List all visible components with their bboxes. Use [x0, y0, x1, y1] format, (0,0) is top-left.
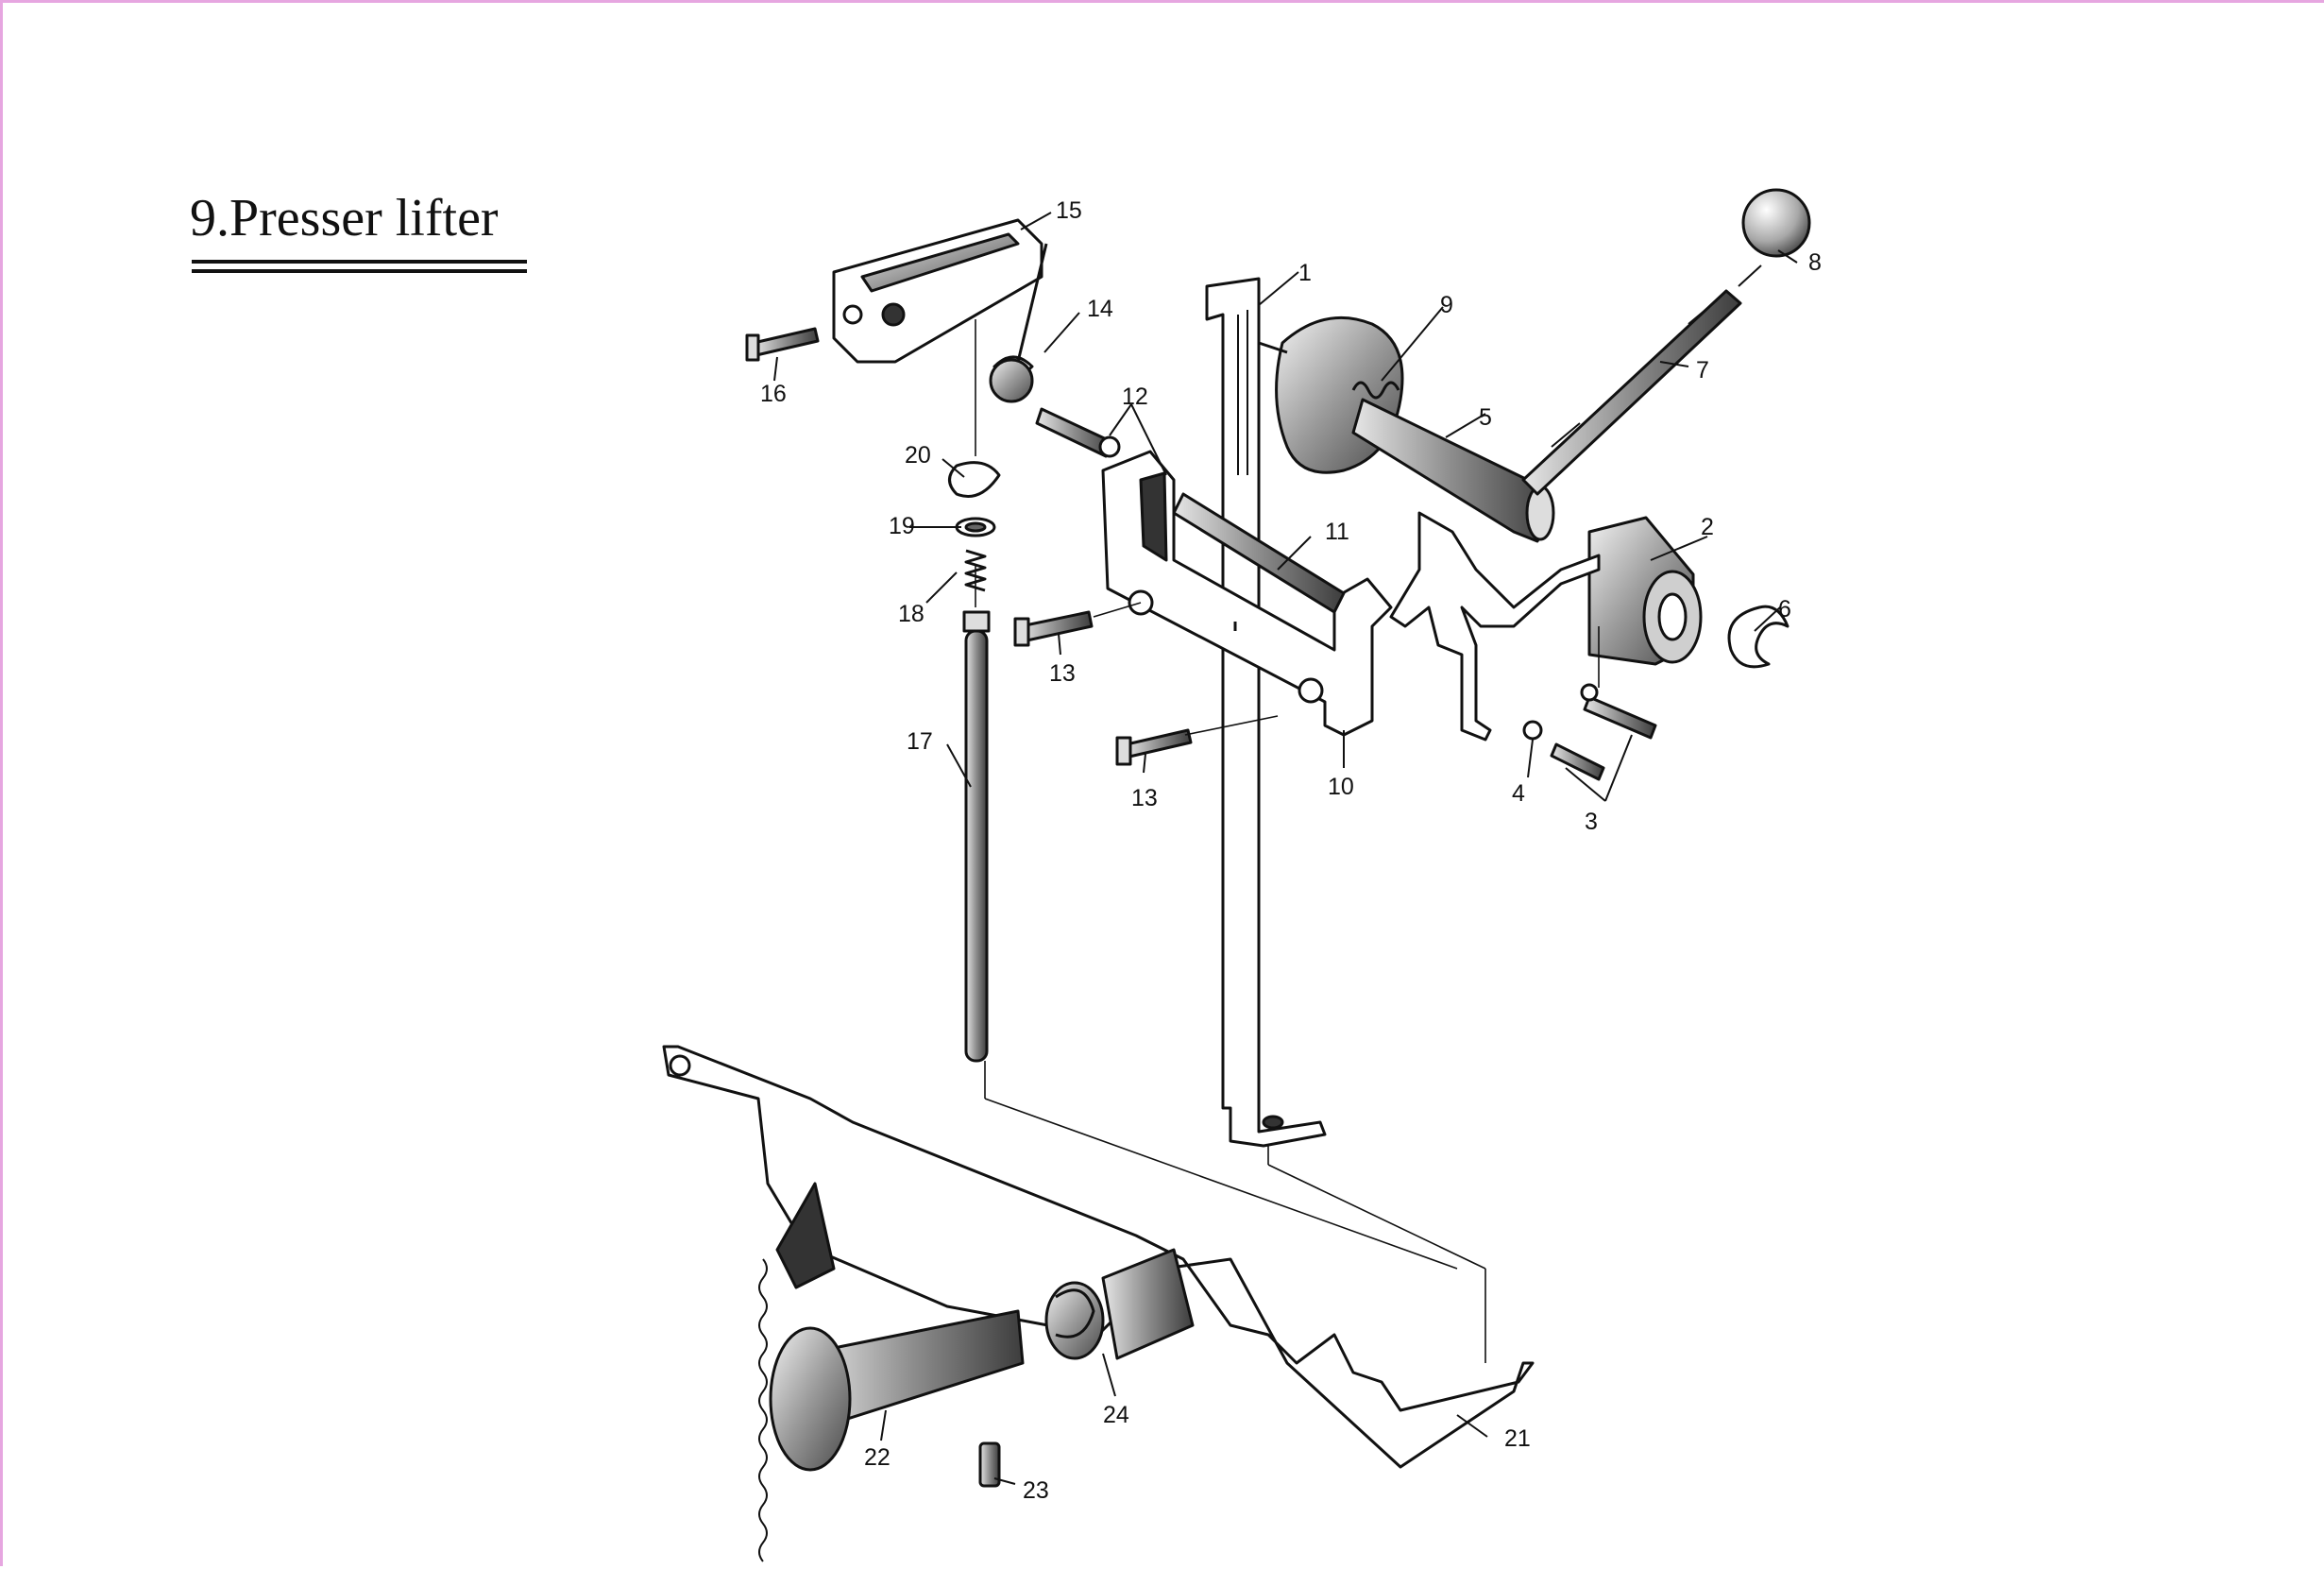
callout-13b: 13 — [1131, 785, 1158, 811]
callout-19: 19 — [889, 513, 915, 539]
part-22-pivot-pin — [769, 1309, 1025, 1472]
part-12-pin — [1035, 407, 1121, 458]
callout-9: 9 — [1440, 292, 1453, 318]
assembly-guide-lines — [975, 319, 1600, 1363]
part-4-washer — [1522, 720, 1543, 741]
part-14-spring — [989, 243, 1048, 403]
callout-1: 1 — [1298, 260, 1312, 286]
callout-21: 21 — [1504, 1425, 1531, 1452]
callout-6: 6 — [1778, 596, 1791, 622]
callout-24: 24 — [1103, 1402, 1129, 1428]
part-8-knob — [1741, 188, 1811, 258]
part-20-clip — [948, 461, 1001, 498]
page-title: 9.Presser lifter — [190, 189, 499, 247]
part-11-rod — [1172, 492, 1346, 614]
lift-chain — [758, 1258, 768, 1562]
callout-23: 23 — [1023, 1477, 1049, 1504]
part-13-screw-lower — [1115, 728, 1193, 766]
callout-8: 8 — [1808, 249, 1822, 276]
callout-22: 22 — [864, 1444, 891, 1471]
callout-labels: 1 2 3 4 5 6 7 8 9 10 11 12 13 13 14 15 1… — [760, 197, 1822, 1504]
callout-13a: 13 — [1049, 660, 1076, 687]
exploded-parts-diagram: 1 2 3 4 5 6 7 8 9 10 11 12 13 13 14 15 1… — [662, 188, 1822, 1562]
callout-2: 2 — [1701, 514, 1714, 540]
callout-7: 7 — [1696, 357, 1709, 384]
part-10-bracket — [1101, 450, 1393, 737]
title-underline-second — [192, 269, 527, 273]
part-24-collar — [1044, 1248, 1195, 1360]
callout-20: 20 — [905, 442, 931, 469]
callout-5: 5 — [1479, 404, 1492, 431]
part-6-e-ring — [1727, 605, 1790, 669]
part-3-screws — [1550, 683, 1657, 781]
title-underline — [192, 260, 527, 264]
callout-leader-lines — [773, 212, 1798, 1485]
callout-11: 11 — [1325, 519, 1349, 545]
callout-4: 4 — [1512, 780, 1525, 807]
part-23-set-screw — [978, 1441, 1001, 1488]
part-link-lever — [1389, 511, 1601, 742]
part-15-block — [832, 218, 1043, 364]
part-16-screw — [745, 327, 820, 362]
part-5-shaft — [1351, 381, 1555, 543]
callout-10: 10 — [1328, 774, 1354, 800]
part-17-push-rod — [962, 610, 991, 1063]
part-2-bushing — [1587, 516, 1703, 666]
part-7-lever-rod — [1521, 264, 1762, 496]
callout-3: 3 — [1585, 809, 1598, 835]
callout-16: 16 — [760, 381, 787, 407]
callout-18: 18 — [898, 601, 925, 627]
callout-12: 12 — [1122, 384, 1148, 410]
part-13-screw-upper — [1013, 610, 1094, 647]
callout-14: 14 — [1087, 296, 1113, 322]
part-19-washer — [955, 517, 996, 537]
callout-15: 15 — [1056, 197, 1082, 224]
callout-17: 17 — [907, 728, 933, 755]
part-1-lifter-plate — [1205, 277, 1327, 1148]
